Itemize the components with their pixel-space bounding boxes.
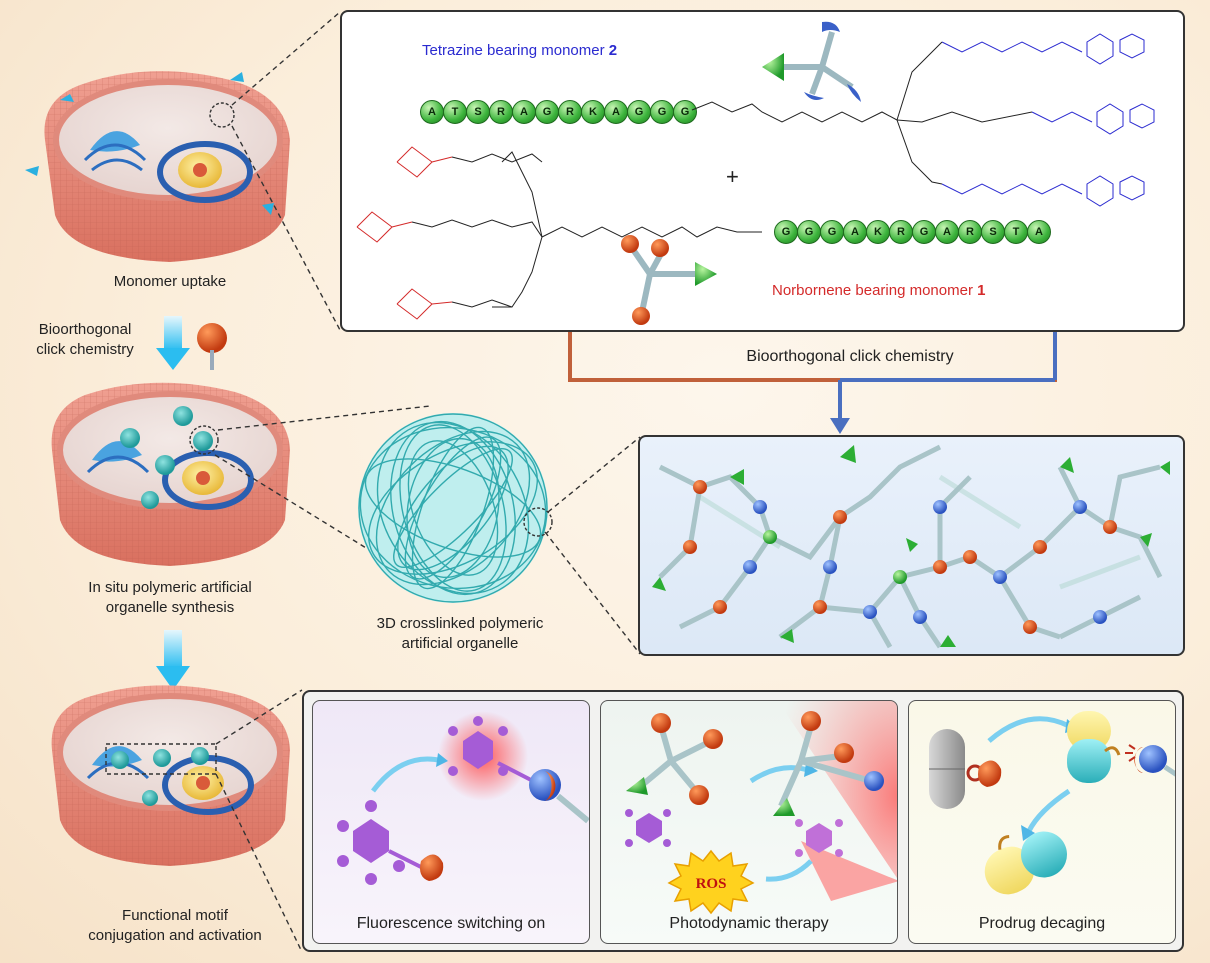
peptide-residue: T	[443, 100, 467, 124]
peptide-residue: G	[673, 100, 697, 124]
click-label-line1: Bioorthogonal	[38, 321, 132, 338]
tetrazine-number: 2	[608, 42, 618, 59]
click-label-line2: click chemistry	[36, 341, 134, 358]
panel-prodrug: Prodrug decaging	[908, 700, 1176, 944]
organelle-label-line1: 3D crosslinked polymeric	[376, 615, 544, 632]
peptide-residue: G	[912, 220, 936, 244]
peptide-residue: S	[466, 100, 490, 124]
norbornene-monomer-label: Norbornene bearing monomer 1	[772, 282, 985, 299]
peptide-residue: S	[981, 220, 1005, 244]
polymer-organelle-sphere	[358, 413, 553, 603]
conjugation-label: Functional motif conjugation and activat…	[55, 906, 295, 946]
tetrazine-label-text: Tetrazine bearing monomer	[422, 42, 605, 59]
peptide-residue: A	[843, 220, 867, 244]
monomer-structures-panel: Tetrazine bearing monomer 2 Norbornene b…	[340, 10, 1185, 332]
fluorophore-quenched-icon	[337, 800, 405, 885]
tetrahedral-linker-bottom	[621, 235, 717, 325]
panel-photodynamic: ROS Photodynamic therapy	[600, 700, 898, 944]
applications-panel: Fluorescence switching on	[302, 690, 1184, 952]
open-capsule-icon	[1067, 711, 1121, 783]
active-drug-capsule-icon	[984, 831, 1067, 895]
norbornene-number: 1	[977, 282, 986, 299]
plus-sign: +	[726, 164, 739, 189]
linker-right-icon	[773, 711, 884, 816]
peptide-residue: A	[512, 100, 536, 124]
click-chemistry-connector	[568, 332, 1057, 434]
crosslinked-network-panel	[638, 435, 1185, 656]
fluorescence-illustration	[337, 711, 589, 885]
norbornene-label-text: Norbornene bearing monomer	[772, 282, 973, 299]
cell-conjugation	[51, 685, 290, 866]
peptide-residue: A	[935, 220, 959, 244]
ros-label: ROS	[696, 876, 727, 892]
ros-burst-icon	[667, 849, 755, 915]
fluorescence-caption: Fluorescence switching on	[356, 915, 546, 932]
prodrug-caption: Prodrug decaging	[978, 915, 1106, 932]
peptide-residue: G	[650, 100, 674, 124]
peptide-residue: R	[889, 220, 913, 244]
tetrazine-monomer-label: Tetrazine bearing monomer 2	[422, 42, 617, 59]
down-arrow-2	[156, 630, 190, 690]
peptide-residue: G	[797, 220, 821, 244]
panel-fluorescence: Fluorescence switching on	[312, 700, 590, 944]
click-label-left: Bioorthogonal click chemistry	[20, 320, 150, 360]
cell-organelle-synthesis	[51, 382, 290, 566]
synthesis-label-line1: In situ polymeric artificial	[88, 579, 252, 596]
synthesis-label-line2: organelle synthesis	[105, 599, 235, 616]
monomer-ball-icon	[197, 323, 227, 370]
organelle-label-line2: artificial organelle	[401, 635, 519, 652]
synthesis-label: In situ polymeric artificial organelle s…	[40, 578, 300, 618]
photosensitizer-left-icon	[625, 809, 671, 847]
prodrug-illustration	[929, 711, 1175, 895]
mitochondria-er-icon	[83, 131, 147, 172]
monomer-uptake-label: Monomer uptake	[113, 273, 227, 290]
cell-monomer-uptake	[25, 71, 290, 262]
conjugation-label-line2: conjugation and activation	[88, 927, 262, 944]
peptide-residue: A	[1027, 220, 1051, 244]
peptide-residue: G	[820, 220, 844, 244]
linker-left-icon	[626, 713, 723, 805]
nucleus-icon	[157, 141, 253, 203]
tetrahedral-linker-top	[762, 21, 861, 102]
peptide-residue: R	[958, 220, 982, 244]
organelle-label: 3D crosslinked polymeric artificial orga…	[345, 614, 575, 654]
photosensitizer-right-icon	[795, 819, 843, 857]
down-arrow-1	[156, 316, 190, 370]
fluorophore-active-icon	[448, 716, 508, 776]
photodynamic-caption: Photodynamic therapy	[669, 915, 829, 932]
network-illustration	[652, 444, 1170, 649]
click-chemistry-label: Bioorthogonal click chemistry	[746, 348, 954, 365]
peptide-residue: A	[604, 100, 628, 124]
conjugation-label-line1: Functional motif	[122, 907, 228, 924]
photodynamic-illustration: ROS	[625, 701, 897, 915]
chemical-structures	[356, 21, 1155, 325]
prodrug-capsule-icon	[929, 729, 1002, 809]
